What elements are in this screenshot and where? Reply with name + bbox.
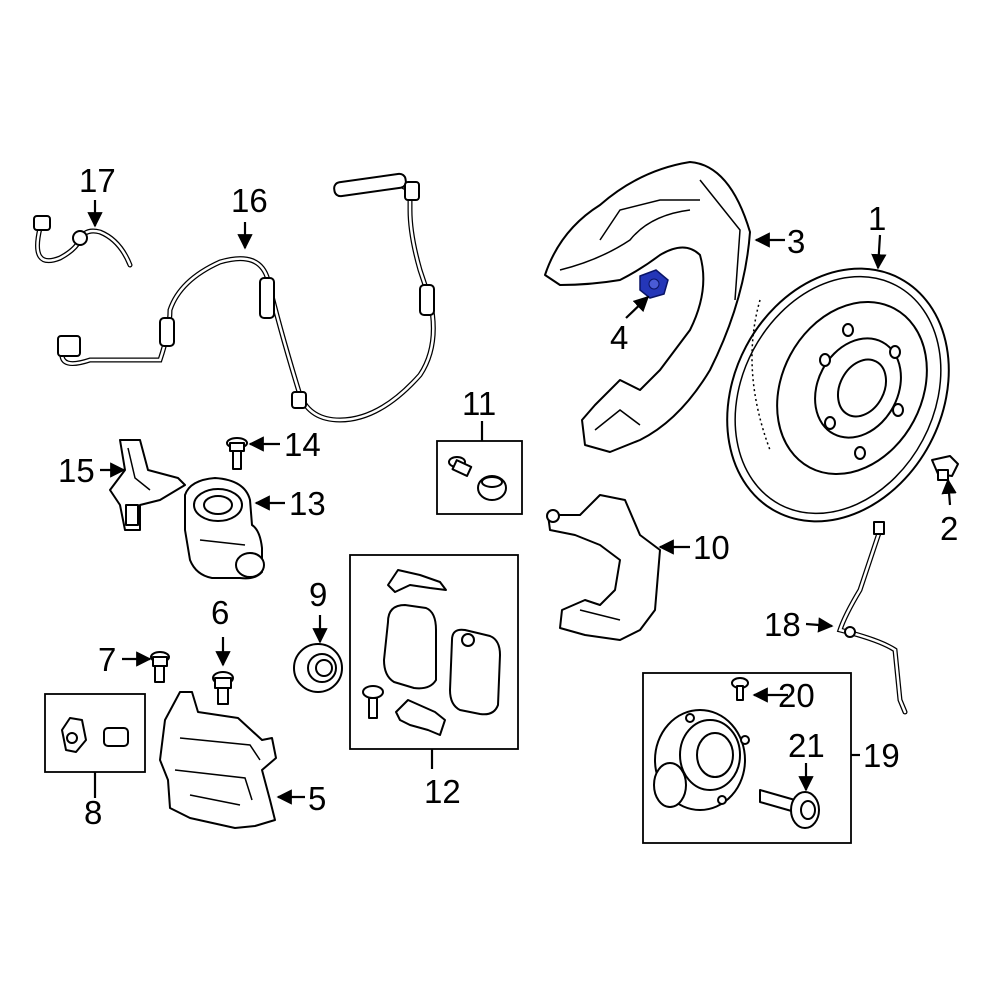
callout-19: 19 [863,737,900,774]
part-5-caliper[interactable] [159,691,277,829]
part-7-bolt[interactable] [150,651,170,683]
callout-6: 6 [211,594,229,631]
part-1-brake-rotor[interactable] [684,230,992,561]
part-4-shield-bolt[interactable] [639,269,669,299]
part-17-sensor-wire[interactable] [33,215,133,268]
part-16-sensor-wire[interactable] [57,172,436,423]
part-21-hub-bolt[interactable] [759,789,820,829]
callout-7: 7 [98,641,116,678]
part-9-seal[interactable] [293,643,343,693]
part-15-bracket[interactable] [109,439,186,531]
leader-arrows [87,200,957,805]
part-13-actuator-motor[interactable] [184,477,265,580]
callout-13: 13 [289,485,326,522]
part-19-hub-assembly-kit[interactable] [642,672,852,844]
part-20-bolt[interactable] [731,677,749,701]
part-14-bolt[interactable] [226,437,248,470]
part-18-sensor-wire[interactable] [836,521,908,715]
part-10-caliper-bracket[interactable] [546,494,661,641]
callout-15: 15 [58,452,95,489]
part-3-dust-shield[interactable] [544,161,751,453]
callout-5: 5 [308,780,326,817]
part-8-guide-kit[interactable] [44,693,146,773]
callout-14: 14 [284,426,321,463]
callout-10: 10 [693,529,730,566]
callout-labels: 1 2 3 4 5 6 7 8 9 10 11 12 13 14 15 16 1… [58,162,958,831]
part-12-brake-pad-kit[interactable] [349,554,519,750]
callout-21: 21 [788,727,825,764]
part-6-bolt[interactable] [212,671,234,705]
callout-16: 16 [231,182,268,219]
callout-17: 17 [79,162,116,199]
callout-3: 3 [787,223,805,260]
callout-18: 18 [764,606,801,643]
callout-2: 2 [940,510,958,547]
callout-9: 9 [309,576,327,613]
part-11-bolt-kit[interactable] [436,440,523,515]
callout-11: 11 [462,385,496,422]
callout-1: 1 [868,200,886,237]
callout-20: 20 [778,677,815,714]
callout-4: 4 [610,319,628,356]
callout-12: 12 [424,773,461,810]
callout-8: 8 [84,794,102,831]
part-2-rotor-screw[interactable] [931,455,959,481]
